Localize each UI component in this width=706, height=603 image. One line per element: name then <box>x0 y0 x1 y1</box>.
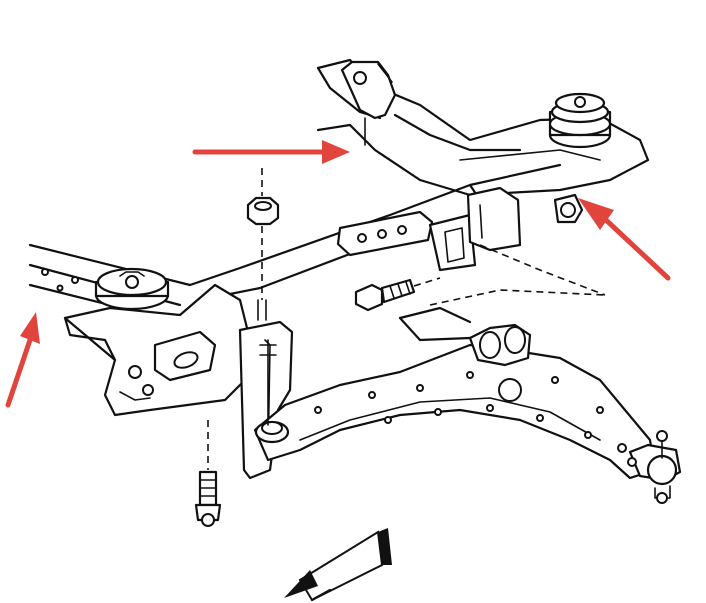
left-body-mount <box>94 267 170 311</box>
lower-bolt <box>194 420 222 527</box>
rear-upper-mount-bracket <box>340 60 397 120</box>
lower-rear-plate <box>398 244 606 342</box>
center-vertical-plate <box>466 186 522 252</box>
center-bracket <box>336 210 477 272</box>
vertical-stud <box>259 339 277 426</box>
red-arrow-left <box>5 312 40 408</box>
control-arm-front-bushing <box>254 420 290 444</box>
ball-joint <box>617 430 682 504</box>
control-arm-rear-bushing <box>468 323 532 367</box>
red-arrow-right <box>578 198 671 281</box>
center-bolt <box>354 277 441 312</box>
left-mount-plate <box>63 283 252 417</box>
right-rear-bushing <box>553 193 584 224</box>
red-arrow-top <box>192 140 350 164</box>
right-body-mount <box>548 92 612 149</box>
upper-nut <box>246 168 280 321</box>
lower-control-arm <box>253 343 657 480</box>
front-direction-indicator <box>284 528 392 602</box>
